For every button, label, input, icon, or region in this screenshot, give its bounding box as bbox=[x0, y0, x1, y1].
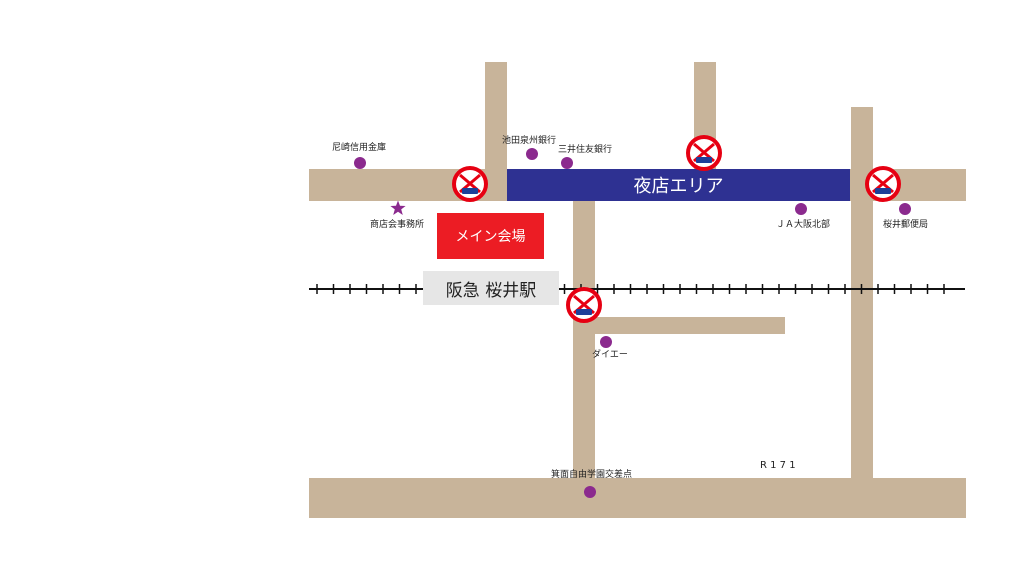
night-area-label: 夜店エリア bbox=[633, 176, 724, 197]
circle-icon bbox=[526, 148, 538, 160]
star-icon bbox=[390, 200, 406, 215]
circle-icon bbox=[584, 486, 596, 498]
station-hankyu-sakurai: 阪急 桜井駅 bbox=[423, 271, 559, 305]
landmark-ikeda-label: 池田泉州銀行 bbox=[502, 136, 557, 146]
no-vehicle-entry-icon bbox=[686, 135, 722, 171]
circle-icon bbox=[600, 336, 612, 348]
no-vehicle-entry-icon bbox=[452, 166, 488, 202]
circle-icon bbox=[899, 203, 911, 215]
no-vehicle-entry-icon bbox=[566, 287, 602, 323]
road-vertical-center bbox=[573, 200, 595, 480]
shop-office-label: 商店会事務所 bbox=[370, 220, 425, 230]
landmark-amagasaki-label: 尼崎信用金庫 bbox=[332, 143, 387, 153]
main-venue: メイン会場 bbox=[437, 213, 544, 259]
landmark-post-label: 桜井郵便局 bbox=[883, 220, 929, 230]
main-venue-label: メイン会場 bbox=[455, 229, 526, 245]
route-label: R 1 7 1 bbox=[760, 460, 796, 471]
station-label: 阪急 桜井駅 bbox=[445, 280, 537, 301]
railway-track-icon bbox=[309, 284, 965, 294]
night-area-zone: 夜店エリア bbox=[507, 169, 850, 201]
road-route-171 bbox=[309, 478, 966, 518]
landmark-daiei-label: ダイエー bbox=[592, 350, 628, 360]
landmark-mitsui-label: 三井住友銀行 bbox=[558, 145, 613, 155]
circle-icon bbox=[561, 157, 573, 169]
circle-icon bbox=[795, 203, 807, 215]
circle-icon bbox=[354, 157, 366, 169]
no-vehicle-entry-icon bbox=[865, 166, 901, 202]
road-vertical-left bbox=[485, 62, 507, 201]
road-side-branch bbox=[595, 317, 785, 334]
landmark-ja-label: ＪＡ大阪北部 bbox=[776, 220, 831, 230]
landmark-school-label: 箕面自由学園交差点 bbox=[551, 470, 633, 480]
